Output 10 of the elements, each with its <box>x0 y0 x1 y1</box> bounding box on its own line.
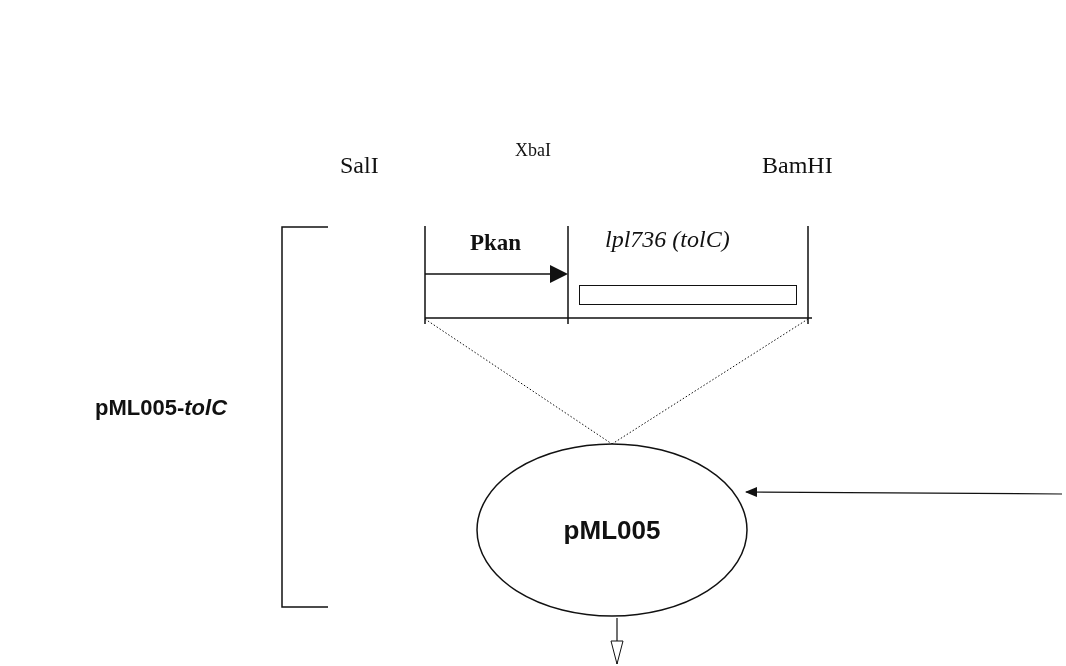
plasmid-name: pML005 <box>563 514 661 546</box>
construct-label: pML005-tolC <box>95 395 227 421</box>
plasmid-ellipse <box>476 443 748 617</box>
gene-label: lpl736 (tolC) <box>605 226 730 253</box>
block-arrow <box>610 617 624 665</box>
promoter-label: Pkan <box>470 230 522 256</box>
restriction-site-label: SalI <box>340 152 379 179</box>
restriction-site-label: BamHI <box>762 152 833 179</box>
arrow <box>745 487 1063 498</box>
restriction-site-label: XbaI <box>515 140 551 161</box>
